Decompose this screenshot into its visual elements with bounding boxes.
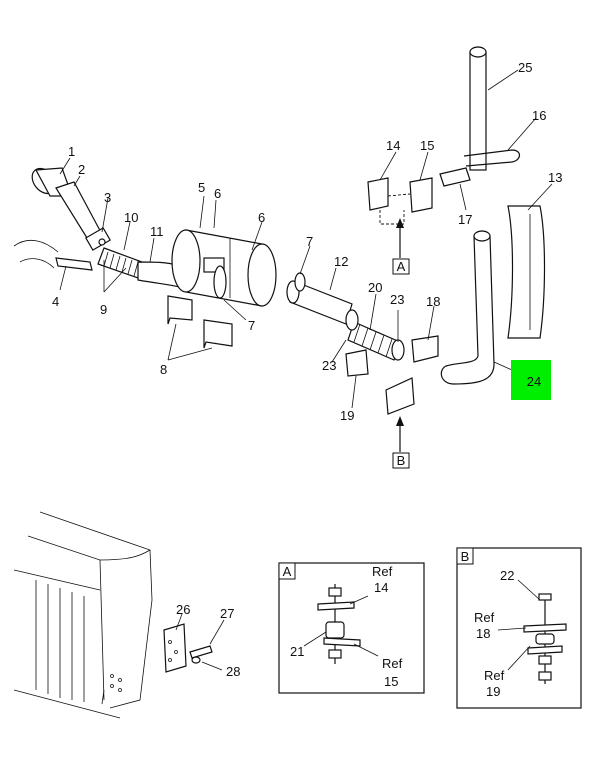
part-7-pipe-clamp[interactable] — [294, 272, 306, 292]
part-19-bracket-b[interactable] — [385, 377, 415, 415]
detail-b-ref19-num: 19 — [486, 684, 500, 699]
view-arrow-b — [396, 416, 404, 452]
part-24-stack-elbow[interactable] — [440, 235, 495, 385]
detail-a-ref14-ref: Ref — [372, 564, 393, 579]
callout-9: 9 — [100, 302, 107, 317]
callout-2: 2 — [78, 162, 85, 177]
view-flag-b-label: B — [397, 453, 406, 468]
detail-a-ref15-num: 15 — [384, 674, 398, 689]
part-10-flex-pipe[interactable] — [97, 247, 143, 279]
callout-6b: 6 — [258, 210, 265, 225]
detail-a-ref14-num: 14 — [374, 580, 388, 595]
part-23-clamp-right[interactable] — [391, 339, 405, 361]
callout-7a: 7 — [306, 234, 313, 249]
callout-10: 10 — [124, 210, 138, 225]
callout-5: 5 — [198, 180, 205, 195]
callout-3: 3 — [104, 190, 111, 205]
callout-22: 22 — [500, 568, 514, 583]
leader-27 — [209, 619, 225, 645]
cab-installation-view — [13, 511, 153, 719]
callout-26: 26 — [176, 602, 190, 617]
detail-a-tag: A — [283, 564, 292, 579]
callout-1: 1 — [68, 144, 75, 159]
callout-8: 8 — [160, 362, 167, 377]
callout-labels: 1 2 3 4 5 6 6 7 7 8 9 10 11 12 13 14 15 … — [52, 60, 562, 423]
part-13-heat-shield[interactable] — [507, 205, 546, 339]
callout-20: 20 — [368, 280, 382, 295]
leader-lines — [59, 69, 553, 409]
callout-25: 25 — [518, 60, 532, 75]
part-25-upper-stack[interactable] — [469, 46, 487, 171]
part-28-nut[interactable] — [191, 656, 201, 664]
leader-26 — [175, 613, 183, 631]
callout-15: 15 — [420, 138, 434, 153]
detail-b-tag: B — [461, 549, 470, 564]
callout-17: 17 — [458, 212, 472, 227]
part-17-clamp[interactable] — [439, 167, 471, 187]
part-23-clamp-left[interactable] — [345, 309, 359, 331]
part-5-muffler[interactable] — [171, 229, 277, 307]
part-27-bolt[interactable] — [189, 645, 213, 659]
view-flag-b[interactable]: B — [392, 452, 410, 469]
part-15-bracket[interactable] — [409, 177, 433, 213]
callout-12: 12 — [334, 254, 348, 269]
part-19-bracket-a[interactable] — [345, 349, 369, 377]
callout-16: 16 — [532, 108, 546, 123]
part-26-mount-bracket[interactable] — [163, 623, 187, 673]
part-16-u-bolt[interactable] — [463, 149, 521, 167]
part-20-flex-tube[interactable] — [347, 321, 401, 361]
part-8-brackets[interactable] — [167, 295, 233, 349]
part-4-bracket[interactable] — [55, 257, 93, 271]
callout-13: 13 — [548, 170, 562, 185]
part-14-bracket[interactable] — [367, 177, 389, 211]
callout-19: 19 — [340, 408, 354, 423]
detail-b-ref18-ref: Ref — [474, 610, 495, 625]
detail-b-ref19-ref: Ref — [484, 668, 505, 683]
callout-6a: 6 — [214, 186, 221, 201]
part-3-clamp[interactable] — [85, 227, 111, 251]
part-18-bracket[interactable] — [411, 335, 439, 363]
view-flag-a[interactable]: A — [392, 258, 410, 275]
callout-21: 21 — [290, 644, 304, 659]
detail-a-ref15-ref: Ref — [382, 656, 403, 671]
callout-28: 28 — [226, 664, 240, 679]
callout-23b: 23 — [322, 358, 336, 373]
view-arrow-a — [396, 218, 404, 258]
cab-edge-line — [13, 239, 59, 269]
callout-7b: 7 — [248, 318, 255, 333]
callout-24-highlight[interactable]: 24 — [511, 360, 551, 400]
leader-28 — [201, 661, 223, 671]
callout-4: 4 — [52, 294, 59, 309]
callout-23a: 23 — [390, 292, 404, 307]
callout-18: 18 — [426, 294, 440, 309]
detail-b-ref18-num: 18 — [476, 626, 490, 641]
callout-27: 27 — [220, 606, 234, 621]
detail-a-panel: A Ref 14 Ref 15 21 — [278, 562, 425, 694]
callout-11: 11 — [150, 224, 164, 239]
detail-b-panel: B 22 Ref 18 Ref 19 — [456, 547, 582, 709]
part-7-band-clamp[interactable] — [213, 265, 227, 299]
callout-14: 14 — [386, 138, 400, 153]
view-flag-a-label: A — [397, 259, 406, 274]
callout-24: 24 — [527, 374, 541, 389]
